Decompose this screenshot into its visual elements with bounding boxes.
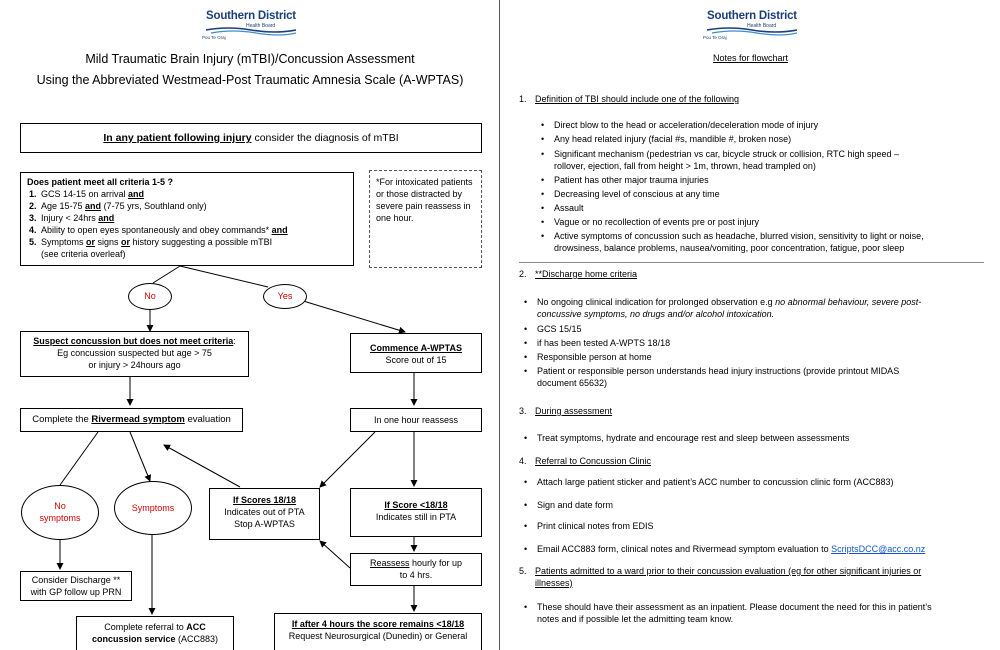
suspect-heading: Suspect concussion but does not meet cri… — [33, 336, 234, 346]
logo-subtitle: Health Board — [246, 23, 276, 29]
suspect-line-3: or injury > 24hours ago — [88, 360, 181, 370]
logo-wave-icon — [707, 27, 797, 36]
commence-heading: Commence A-WPTAS — [369, 343, 462, 353]
oval-no: No — [128, 283, 172, 310]
box-consider-discharge: Consider Discharge ** with GP follow up … — [20, 571, 132, 601]
box-criteria: Does patient meet all criteria 1-5 ? 1.G… — [20, 172, 354, 266]
criteria-item-5: 5.Symptoms or signs or history suggestin… — [29, 237, 273, 247]
box-scores-18: If Scores 18/18 Indicates out of PTA Sto… — [209, 488, 320, 540]
connector-to-yes — [179, 265, 269, 288]
s1-item-8: •Active symptoms of concussion such as h… — [541, 231, 924, 253]
section-3-heading: 3.During assessment — [519, 406, 613, 416]
s1-item-4: •Patient has other major trauma injuries — [541, 175, 709, 185]
s1-item-3: •Significant mechanism (pedestrian vs ca… — [541, 149, 899, 171]
s2-item-1: •No ongoing clinical indication for prol… — [524, 297, 922, 319]
s1-item-5: •Decreasing level of conscious at any ti… — [541, 189, 720, 199]
section-4-heading: 4.Referral to Concussion Clinic — [519, 456, 652, 466]
s2-item-3: •if has been tested A-WPTS 18/18 — [524, 338, 671, 348]
box-suspect-concussion: Suspect concussion but does not meet cri… — [20, 331, 249, 377]
arrow-symptoms — [129, 431, 151, 482]
criteria-heading: Does patient meet all criteria 1-5 ? — [27, 177, 174, 187]
criteria-item-5-line-2: (see criteria overleaf) — [41, 249, 126, 259]
s3-item-1: •Treat symptoms, hydrate and encourage r… — [524, 433, 850, 443]
sdhb-logo-notes: Southern District Health Board Pou Te Or… — [703, 10, 797, 40]
s2-item-4: •Responsible person at home — [524, 352, 652, 362]
connector-to-no — [152, 265, 181, 284]
s1-item-6: •Assault — [541, 203, 584, 213]
box-injury: In any patient following injury consider… — [20, 123, 482, 153]
page-title-line-2: Using the Abbreviated Westmead-Post Trau… — [36, 73, 464, 87]
criteria-item-4: 4.Ability to open eyes spontaneously and… — [29, 225, 288, 235]
section-5-heading: 5.Patients admitted to a ward prior to t… — [519, 566, 922, 588]
notes-page: Southern District Health Board Pou Te Or… — [501, 0, 1000, 650]
notes-title: Notes for flowchart — [712, 53, 789, 63]
suspect-line-2: Eg concussion suspected but age > 75 — [57, 348, 212, 358]
page-title-line-1: Mild Traumatic Brain Injury (mTBI)/Concu… — [85, 52, 415, 66]
criteria-list: 1.GCS 14-15 on arrival and 2.Age 15-75 a… — [27, 188, 347, 260]
divider — [519, 262, 984, 263]
box-reassess-hourly: Reassess hourly for up to 4 hrs. — [350, 553, 482, 586]
email-link[interactable]: ScriptsDCC@acc.co.nz — [831, 544, 926, 554]
s2-item-5: •Patient or responsible person understan… — [524, 366, 900, 388]
flowchart-page: Southern District Health Board Pou Te Or… — [20, 0, 500, 650]
arrow-yes-commence — [299, 299, 406, 334]
box-intoxicated-note: *For intoxicated patients or those distr… — [369, 170, 482, 268]
s1-item-7: •Vague or no recollection of events pre … — [541, 217, 759, 227]
injury-bold-text: In any patient following injury — [103, 132, 252, 144]
criteria-item-1: 1.GCS 14-15 on arrival and — [29, 189, 145, 199]
flowchart-connectors — [56, 265, 418, 615]
section-1-heading: 1.Definition of TBI should include one o… — [519, 94, 739, 104]
s5-item-1: •These should have their assessment as a… — [524, 602, 932, 624]
logo-title: Southern District — [206, 10, 296, 22]
oval-yes: Yes — [263, 284, 307, 309]
box-one-hour-reassess: In one hour reassess — [350, 408, 482, 432]
oval-no-symptoms: No symptoms — [21, 485, 99, 540]
criteria-item-2: 2.Age 15-75 and (7-75 yrs, Southland onl… — [29, 201, 207, 211]
arrow-scores18-rivermead — [163, 444, 241, 488]
logo-wave-icon — [206, 27, 296, 36]
s4-item-3: •Print clinical notes from EDIS — [524, 521, 654, 531]
s4-item-2: •Sign and date form — [524, 500, 614, 510]
s1-item-1: •Direct blow to the head or acceleration… — [541, 120, 819, 130]
box-four-hours: If after 4 hours the score remains <18/1… — [274, 613, 482, 650]
commence-line-2: Score out of 15 — [385, 355, 447, 365]
injury-rest-text: consider the diagnosis of mTBI — [251, 132, 399, 144]
connector-no-symptoms — [59, 431, 99, 486]
s4-item-1: •Attach large patient sticker and patien… — [524, 477, 894, 487]
arrow-onehour-scores18 — [319, 431, 376, 488]
s2-item-2: •GCS 15/15 — [524, 324, 582, 334]
s4-item-4: •Email ACC883 form, clinical notes and R… — [524, 544, 926, 554]
sdhb-logo: Southern District Health Board Pou Te Or… — [186, 8, 316, 42]
criteria-item-3: 3.Injury < 24hrs and — [29, 213, 115, 223]
arrow-reassess-scores18 — [319, 540, 351, 569]
box-rivermead: Complete the Rivermead symptom evaluatio… — [20, 408, 243, 432]
rivermead-link-text: Rivermead symptom — [91, 414, 185, 425]
box-commence-awptas: Commence A-WPTAS Score out of 15 — [350, 333, 482, 373]
logo-maori: Pou Te Oraj — [202, 35, 226, 40]
box-acc-referral: Complete referral to ACC concussion serv… — [76, 616, 234, 650]
box-score-less-18: If Score <18/18 Indicates still in PTA — [350, 488, 482, 537]
s1-item-2: •Any head related injury (facial #s, man… — [541, 134, 792, 144]
section-2-heading: 2.**Discharge home criteria — [519, 269, 638, 279]
oval-symptoms: Symptoms — [114, 481, 192, 535]
